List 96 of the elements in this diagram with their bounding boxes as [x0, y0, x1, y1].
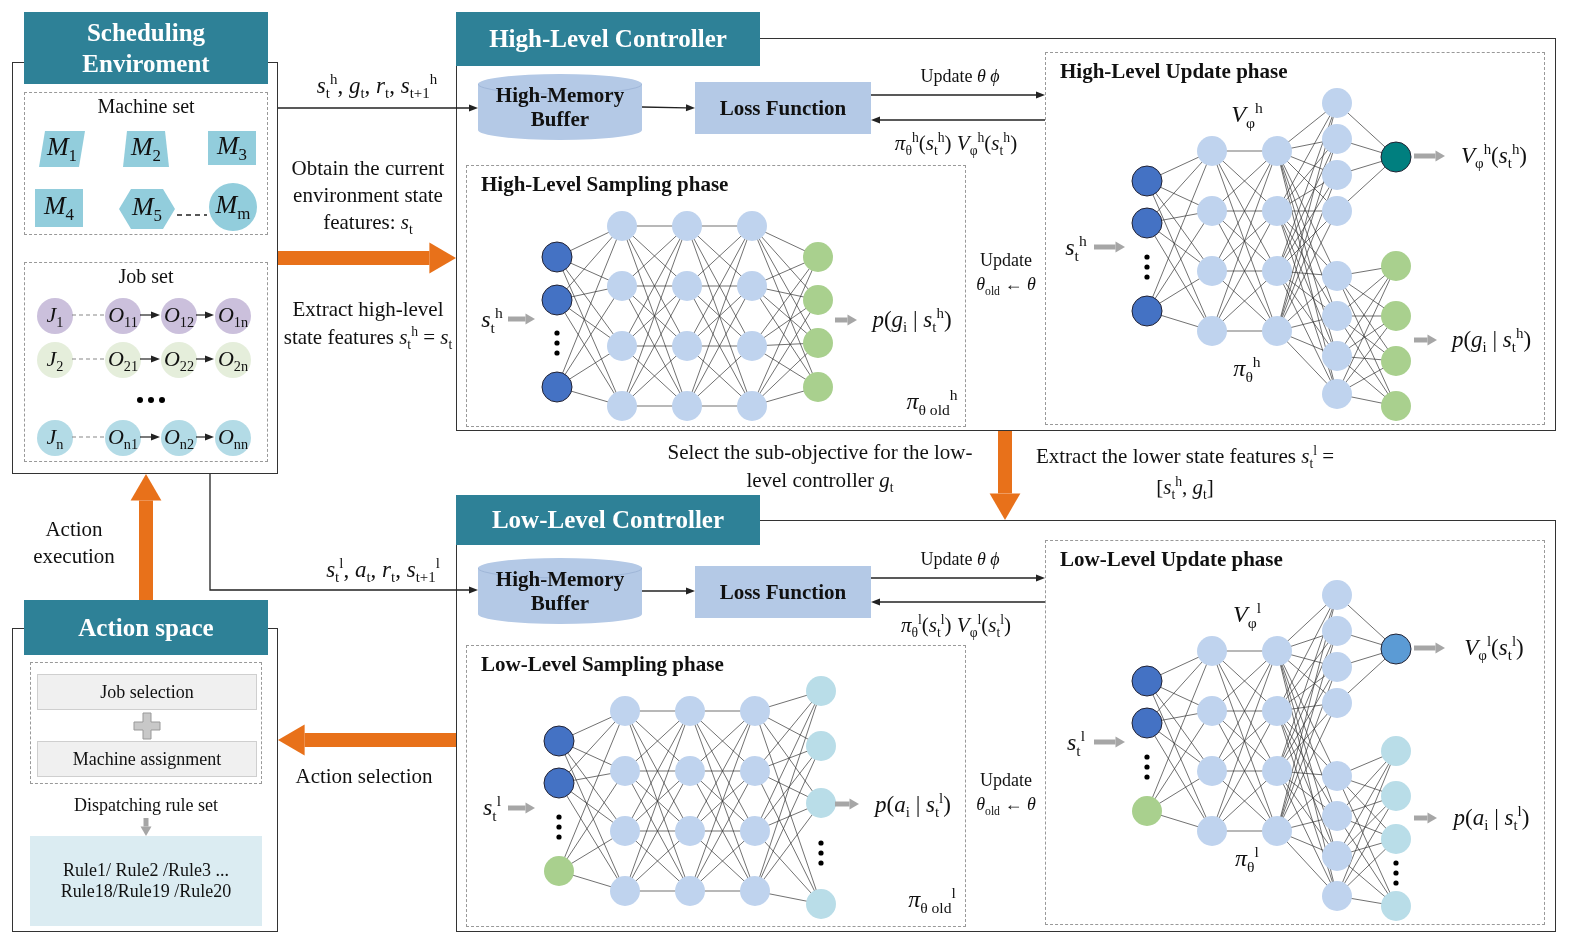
machine-shape: M$_{3}$: [208, 131, 256, 165]
rule-list-box: Rule1/ Rule2 /Rule3 ... Rule18/Rule19 /Rule20: [30, 836, 262, 926]
arrow: [1414, 642, 1445, 654]
output-label: V$_{φ}$$^{h}$(s$_{t}$$^{h}$): [1446, 135, 1542, 179]
controller-panel: [456, 12, 1556, 431]
operation-circle: O$_{11}$: [105, 298, 141, 334]
panel-heading: Scheduling Enviroment: [24, 12, 268, 84]
arrow: [195, 433, 214, 441]
arrow: [641, 587, 695, 595]
action-group-box: [30, 662, 262, 784]
sampling-phase-box: [466, 645, 966, 927]
group-title: Low-Level Update phase: [1060, 547, 1283, 572]
job-circle: J$_{1}$: [37, 298, 73, 334]
arrow: [871, 116, 1046, 124]
edge-label: Obtain the current environment state features: s$_{t}$: [290, 154, 446, 240]
arrow: [835, 314, 857, 326]
connector-line: [71, 358, 105, 360]
operation-circle: O$_{1n}$: [215, 298, 251, 334]
edge-label: Action execution: [32, 515, 116, 570]
arrow: [870, 574, 1045, 582]
action-panel: [12, 600, 278, 932]
operation-circle: O$_{nn}$: [215, 420, 251, 456]
arrow: [130, 474, 162, 600]
operation-circle: O$_{12}$: [161, 298, 197, 334]
job-circle: J$_{n}$: [37, 420, 73, 456]
edge-label: Select the sub-objective for the low-level controller g$_{t}$: [666, 439, 974, 497]
machine-shape: M$_{1}$: [39, 131, 85, 167]
loss-function-box: Loss Function: [695, 566, 871, 618]
output-label: p(g$_{i}$ | s$_{t}$$^{h}$): [858, 299, 966, 343]
group-title: Low-Level Sampling phase: [481, 652, 724, 677]
group-title: High-Level Sampling phase: [481, 172, 729, 197]
connector-line: [71, 314, 105, 316]
action-option-box: Job selection: [37, 674, 257, 710]
edge-label: π$_{θ}$$^{l}$(s$_{t}$$^{l}$) V$_{φ}$$^{l}$(s$_{t}$$^{l}$): [899, 610, 1013, 642]
output-label: p(a$_{i}$ | s$_{t}$$^{l}$): [1438, 797, 1545, 841]
machine-shape: M$_{4}$: [35, 189, 83, 227]
machine-set-group: [24, 92, 268, 235]
arrow: [1414, 334, 1437, 346]
arrow: [1414, 150, 1445, 162]
update-phase-box: [1045, 540, 1545, 925]
job-set-group: [24, 262, 268, 462]
arrow: [835, 798, 859, 810]
group-title: Job set: [117, 265, 175, 288]
arrow: [989, 431, 1021, 520]
output-label: p(g$_{i}$ | s$_{t}$$^{h}$): [1438, 319, 1545, 363]
environment-panel: [12, 12, 278, 474]
arrow: [278, 724, 456, 756]
connector-line: [71, 436, 105, 438]
job-circle: J$_{2}$: [37, 342, 73, 378]
arrow: [209, 473, 478, 594]
action-option-box: Machine assignment: [37, 741, 257, 777]
loss-function-box: Loss Function: [695, 82, 871, 134]
panel-heading: Action space: [24, 600, 268, 655]
operation-circle: O$_{22}$: [161, 342, 197, 378]
arrow: [871, 598, 1046, 606]
machine-shape: M$_{m}$: [209, 183, 257, 231]
group-title: Machine set: [96, 95, 196, 118]
output-label: p(a$_{i}$ | s$_{t}$$^{l}$): [860, 784, 966, 828]
edge-label: Update θ ϕ: [919, 65, 1001, 89]
operation-circle: O$_{n2}$: [161, 420, 197, 456]
machine-shape: M$_{5}$: [119, 189, 175, 229]
arrow: [140, 818, 152, 836]
output-label: V$_{φ}$$^{l}$(s$_{t}$$^{l}$): [1446, 627, 1542, 671]
rule-set-heading: Dispatching rule set: [44, 792, 248, 818]
arrow: [508, 802, 535, 814]
memory-buffer: High-Memory Buffer: [478, 74, 642, 140]
arrow: [139, 355, 160, 363]
edge-label: π$_{θ}$$^{h}$(s$_{t}$$^{h}$) V$_{φ}$$^{h}$(s$_{t}$$^{h}$): [893, 128, 1019, 160]
arrow: [195, 311, 214, 319]
arrow: [870, 91, 1045, 99]
arrow: [1094, 241, 1125, 253]
edge-label: Update θ ϕ: [919, 548, 1001, 572]
operation-circle: O$_{2n}$: [215, 342, 251, 378]
operation-circle: O$_{21}$: [105, 342, 141, 378]
arrow: [1414, 812, 1437, 824]
annotation-text: Extract the lower state features s$_{t}$$^{l}$ = [s$_{t}$$^{h}$, g$_{t}$]: [1034, 442, 1336, 505]
group-title: High-Level Update phase: [1060, 59, 1288, 84]
panel-heading: High-Level Controller: [456, 12, 760, 66]
arrow: [139, 433, 160, 441]
arrow: [508, 313, 535, 325]
arrow: [278, 242, 456, 274]
arrow: [641, 104, 695, 112]
sampling-phase-box: [466, 165, 966, 427]
annotation-text: Extract high-level state features s$_{t}$$^{h}$ = s$_{t}$: [282, 295, 454, 355]
memory-buffer: High-Memory Buffer: [478, 558, 642, 624]
arrow: [1094, 736, 1125, 748]
machine-shape: M$_{2}$: [123, 131, 169, 167]
arrow: [195, 355, 214, 363]
annotation-text: Update θ$_{old}$ ← θ: [975, 769, 1037, 820]
panel-heading: Low-Level Controller: [456, 495, 760, 545]
update-phase-box: [1045, 52, 1545, 425]
operation-circle: O$_{n1}$: [105, 420, 141, 456]
arrow: [139, 311, 160, 319]
arrow: [277, 104, 478, 112]
edge-label: Action selection: [294, 763, 434, 791]
annotation-text: Update θ$_{old}$ ← θ: [975, 249, 1037, 300]
